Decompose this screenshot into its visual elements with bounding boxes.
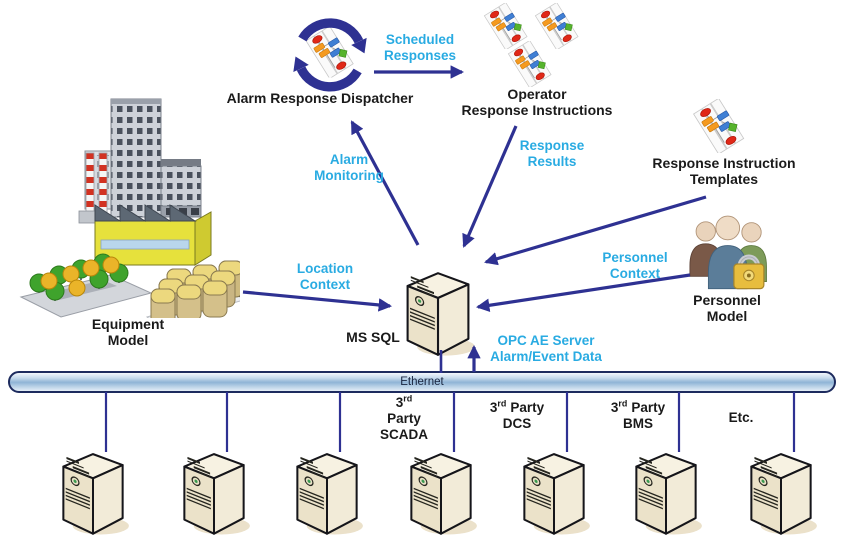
dcs-sup: rd bbox=[497, 398, 507, 409]
bottom-server-1 bbox=[54, 443, 132, 537]
scheduled-line1: Scheduled bbox=[385, 32, 455, 47]
opc-ae-line2: Alarm/Event Data bbox=[490, 348, 602, 364]
operator-response-instructions-label: Operator Response Instructions bbox=[462, 86, 613, 118]
flowchart-template-icon bbox=[692, 99, 746, 153]
personnel-model-line1: Personnel bbox=[693, 292, 761, 308]
equipment-industrial-site-icon bbox=[19, 98, 240, 318]
response-results-line1: Response bbox=[519, 138, 585, 153]
alarm-response-dispatcher-icon bbox=[293, 18, 367, 92]
equipment-model-line1: Equipment bbox=[91, 316, 165, 332]
personnel-model-line2: Model bbox=[706, 308, 748, 325]
scada-word: Party bbox=[387, 411, 421, 427]
location-context-label: Location Context bbox=[297, 261, 353, 292]
scada-system: SCADA bbox=[379, 427, 429, 443]
location-context-line2: Context bbox=[299, 276, 351, 292]
personnel-context-line2: Context bbox=[609, 265, 661, 281]
equipment-model-label: Equipment Model bbox=[92, 316, 164, 348]
opc-ae-label: OPC AE Server Alarm/Event Data bbox=[490, 333, 602, 364]
scada-sup: rd bbox=[403, 393, 413, 404]
bottom-server-7-etc bbox=[742, 443, 820, 537]
mssql-server-icon bbox=[398, 262, 478, 358]
bottom-server-6-bms bbox=[627, 443, 705, 537]
ethernet-bus: Ethernet bbox=[8, 371, 836, 393]
equipment-model-line2: Model bbox=[107, 332, 149, 349]
alarm-monitoring-line1: Alarm bbox=[329, 152, 369, 167]
bottom-server-2 bbox=[175, 443, 253, 537]
scheduled-line2: Responses bbox=[383, 47, 457, 63]
dcs-word: Party bbox=[510, 400, 545, 415]
flowchart-icon bbox=[507, 41, 553, 87]
bms-sup: rd bbox=[618, 398, 628, 409]
bottom-server-3 bbox=[288, 443, 366, 537]
personnel-context-label: Personnel Context bbox=[602, 250, 667, 281]
label-3rd-party-scada: 3rd Party SCADA bbox=[379, 393, 429, 444]
scada-num: 3 bbox=[395, 395, 404, 410]
location-context-line1: Location bbox=[296, 261, 354, 276]
label-etc: Etc. bbox=[728, 410, 754, 425]
scheduled-responses-label: Scheduled Responses bbox=[384, 32, 456, 63]
bms-num: 3 bbox=[610, 400, 619, 415]
personnel-model-label: Personnel Model bbox=[693, 292, 761, 324]
ethernet-label: Ethernet bbox=[400, 376, 444, 388]
personnel-people-lock-icon bbox=[689, 215, 767, 290]
personnel-context-line1: Personnel bbox=[602, 250, 668, 265]
operator-line1: Operator bbox=[507, 86, 567, 102]
alarm-monitoring-line2: Monitoring bbox=[314, 167, 384, 183]
dispatcher-label: Alarm Response Dispatcher bbox=[226, 90, 414, 106]
templates-line2: Templates bbox=[689, 171, 759, 188]
response-instruction-templates-label: Response Instruction Templates bbox=[652, 155, 795, 187]
bms-word: Party bbox=[631, 400, 666, 415]
opc-ae-line1: OPC AE Server bbox=[497, 333, 595, 348]
dcs-num: 3 bbox=[489, 400, 498, 415]
bms-system: BMS bbox=[622, 416, 653, 432]
bottom-server-4-scada bbox=[402, 443, 480, 537]
response-results-label: Response Results bbox=[520, 138, 585, 169]
alarm-monitoring-label: Alarm Monitoring bbox=[314, 152, 384, 183]
dcs-system: DCS bbox=[502, 416, 532, 432]
operator-line2: Response Instructions bbox=[461, 102, 613, 119]
bottom-server-5-dcs bbox=[515, 443, 593, 537]
templates-line1: Response Instruction bbox=[652, 155, 796, 171]
mssql-label: MS SQL bbox=[346, 329, 400, 345]
response-results-line2: Results bbox=[527, 153, 577, 169]
